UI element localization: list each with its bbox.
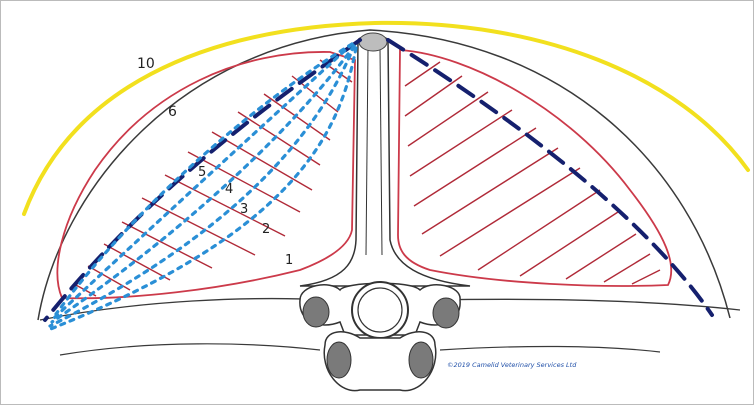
left-rib-3 [264, 94, 330, 140]
label-1: 1 [285, 253, 293, 268]
right-rib-8 [478, 190, 600, 270]
label-5: 5 [198, 165, 206, 180]
sternum-tip [359, 33, 387, 51]
lower-curve-2 [430, 299, 740, 310]
left-rib-8 [142, 198, 255, 255]
label-6: 6 [168, 104, 177, 120]
right-rib-12 [632, 270, 660, 284]
right-rib-4 [410, 110, 512, 176]
dotted-line-3 [52, 46, 354, 322]
right-rib-9 [520, 212, 618, 276]
label-10: 10 [137, 56, 155, 72]
right-rib-1 [405, 62, 440, 86]
credit-text: ©2019 Camelid Veterinary Services Ltd [447, 361, 577, 369]
right-ribs [405, 62, 660, 284]
label-2: 2 [262, 222, 270, 237]
label-4: 4 [225, 182, 233, 197]
right-rib-7 [440, 168, 580, 256]
right-rib-6 [422, 148, 558, 234]
lower-curve-3 [60, 344, 320, 355]
right-rib-3 [408, 92, 488, 146]
lower-curve-4 [440, 346, 660, 352]
right-lung-outline [398, 50, 671, 286]
spine-column [300, 36, 470, 287]
right-rib-2 [405, 76, 462, 116]
vertebra-drawing [300, 282, 460, 391]
right-rib-10 [566, 234, 636, 279]
label-3: 3 [240, 202, 248, 217]
right-rib-5 [414, 128, 536, 206]
